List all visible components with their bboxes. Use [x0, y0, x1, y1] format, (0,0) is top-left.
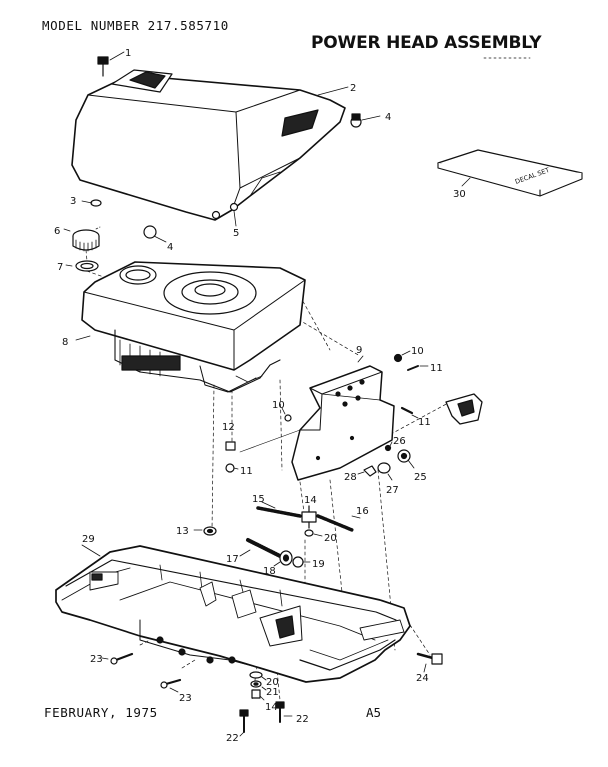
model-number: MODEL NUMBER 217.585710 [42, 18, 229, 33]
washer-part-19 [292, 556, 311, 568]
callout-22-left: 22 [226, 733, 239, 744]
fitting-part-24 [416, 652, 443, 673]
callout-11-middle: 11 [418, 417, 431, 428]
knob-part-4-lower [143, 225, 167, 243]
callout-29: 29 [82, 534, 95, 545]
washer-part-20-lower [249, 671, 267, 681]
knob-part-25 [397, 449, 415, 469]
motor-cover-part-2 [71, 69, 349, 221]
callout-19: 19 [312, 559, 325, 570]
bolt-part-22-left [239, 709, 249, 737]
callout-4-lower: 4 [167, 242, 173, 253]
nut-part-12 [225, 429, 301, 453]
callout-4-upper: 4 [385, 112, 391, 123]
callout-3: 3 [70, 196, 76, 207]
fuel-cap-part-6 [63, 226, 101, 252]
callout-2: 2 [350, 83, 356, 94]
callout-20-upper: 20 [324, 533, 337, 544]
page-title: POWER HEAD ASSEMBLY [311, 33, 542, 53]
connector-part-14 [301, 505, 317, 529]
bushing-part-27 [377, 462, 393, 481]
page-code: A5 [366, 705, 382, 720]
callout-14-lower: 14 [265, 702, 278, 713]
bracket-part-9 [291, 355, 395, 481]
screw-part-10-upper [393, 350, 411, 363]
knob-part-4-upper [350, 113, 381, 128]
callout-21: 21 [266, 687, 279, 698]
callout-23-lower: 23 [179, 693, 192, 704]
bolt-part-22-right [275, 701, 293, 723]
fuel-tank-part-8 [75, 261, 306, 393]
callout-20-lower: 20 [266, 677, 279, 688]
callout-11-lower: 11 [240, 466, 253, 477]
clip-part-28 [357, 465, 377, 477]
handle-lever-right [445, 393, 483, 425]
callout-30: 30 [453, 189, 466, 200]
callout-1: 1 [125, 48, 131, 59]
screw-part-23-lower [160, 678, 182, 693]
lower-pan-part-29 [55, 544, 411, 683]
callout-27: 27 [386, 485, 399, 496]
callout-10-upper: 10 [411, 346, 424, 357]
grommet-part-3 [81, 199, 102, 207]
screw-part-23-upper [101, 652, 134, 665]
callout-labels: 1 2 3 4 4 5 6 7 8 9 10 10 11 11 11 12 13… [54, 48, 466, 744]
grommet-part-13 [193, 526, 217, 536]
callout-24: 24 [416, 673, 429, 684]
callout-7: 7 [57, 262, 63, 273]
callout-17: 17 [226, 554, 239, 565]
spring-part-17 [239, 538, 282, 558]
callout-25: 25 [414, 472, 427, 483]
screw-part-11-lower [225, 463, 239, 473]
screw-part-11-middle [400, 406, 419, 419]
callout-22-right: 22 [296, 714, 309, 725]
spring-part-15 [256, 501, 302, 518]
callout-9: 9 [356, 345, 362, 356]
callout-12: 12 [222, 422, 235, 433]
washer-part-21 [250, 680, 267, 691]
washer-part-5 [211, 202, 239, 227]
callout-15: 15 [252, 494, 265, 505]
spring-part-16 [316, 514, 361, 532]
screw-part-10-lower [281, 407, 292, 422]
callout-18: 18 [263, 566, 276, 577]
callout-6: 6 [54, 226, 60, 237]
callout-11-upper: 11 [430, 363, 443, 374]
screw-part-1 [97, 51, 125, 77]
decal-set-part-30: DECAL SET [437, 149, 583, 197]
fitting-part-14-lower [251, 689, 265, 701]
callout-5: 5 [233, 228, 239, 239]
callout-13: 13 [176, 526, 189, 537]
callout-23-upper: 23 [90, 654, 103, 665]
washer-part-20-upper [304, 529, 323, 537]
callout-8: 8 [62, 337, 68, 348]
screw-part-11-upper [407, 365, 429, 371]
callout-10-lower: 10 [272, 400, 285, 411]
washer-part-26 [384, 441, 393, 452]
gasket-part-7 [65, 260, 99, 272]
bushing-part-18 [273, 550, 293, 567]
callout-14-upper: 14 [304, 495, 317, 506]
publication-date: FEBRUARY, 1975 [44, 705, 158, 720]
callout-26: 26 [393, 436, 406, 447]
callout-16: 16 [356, 506, 369, 517]
callout-28: 28 [344, 472, 357, 483]
